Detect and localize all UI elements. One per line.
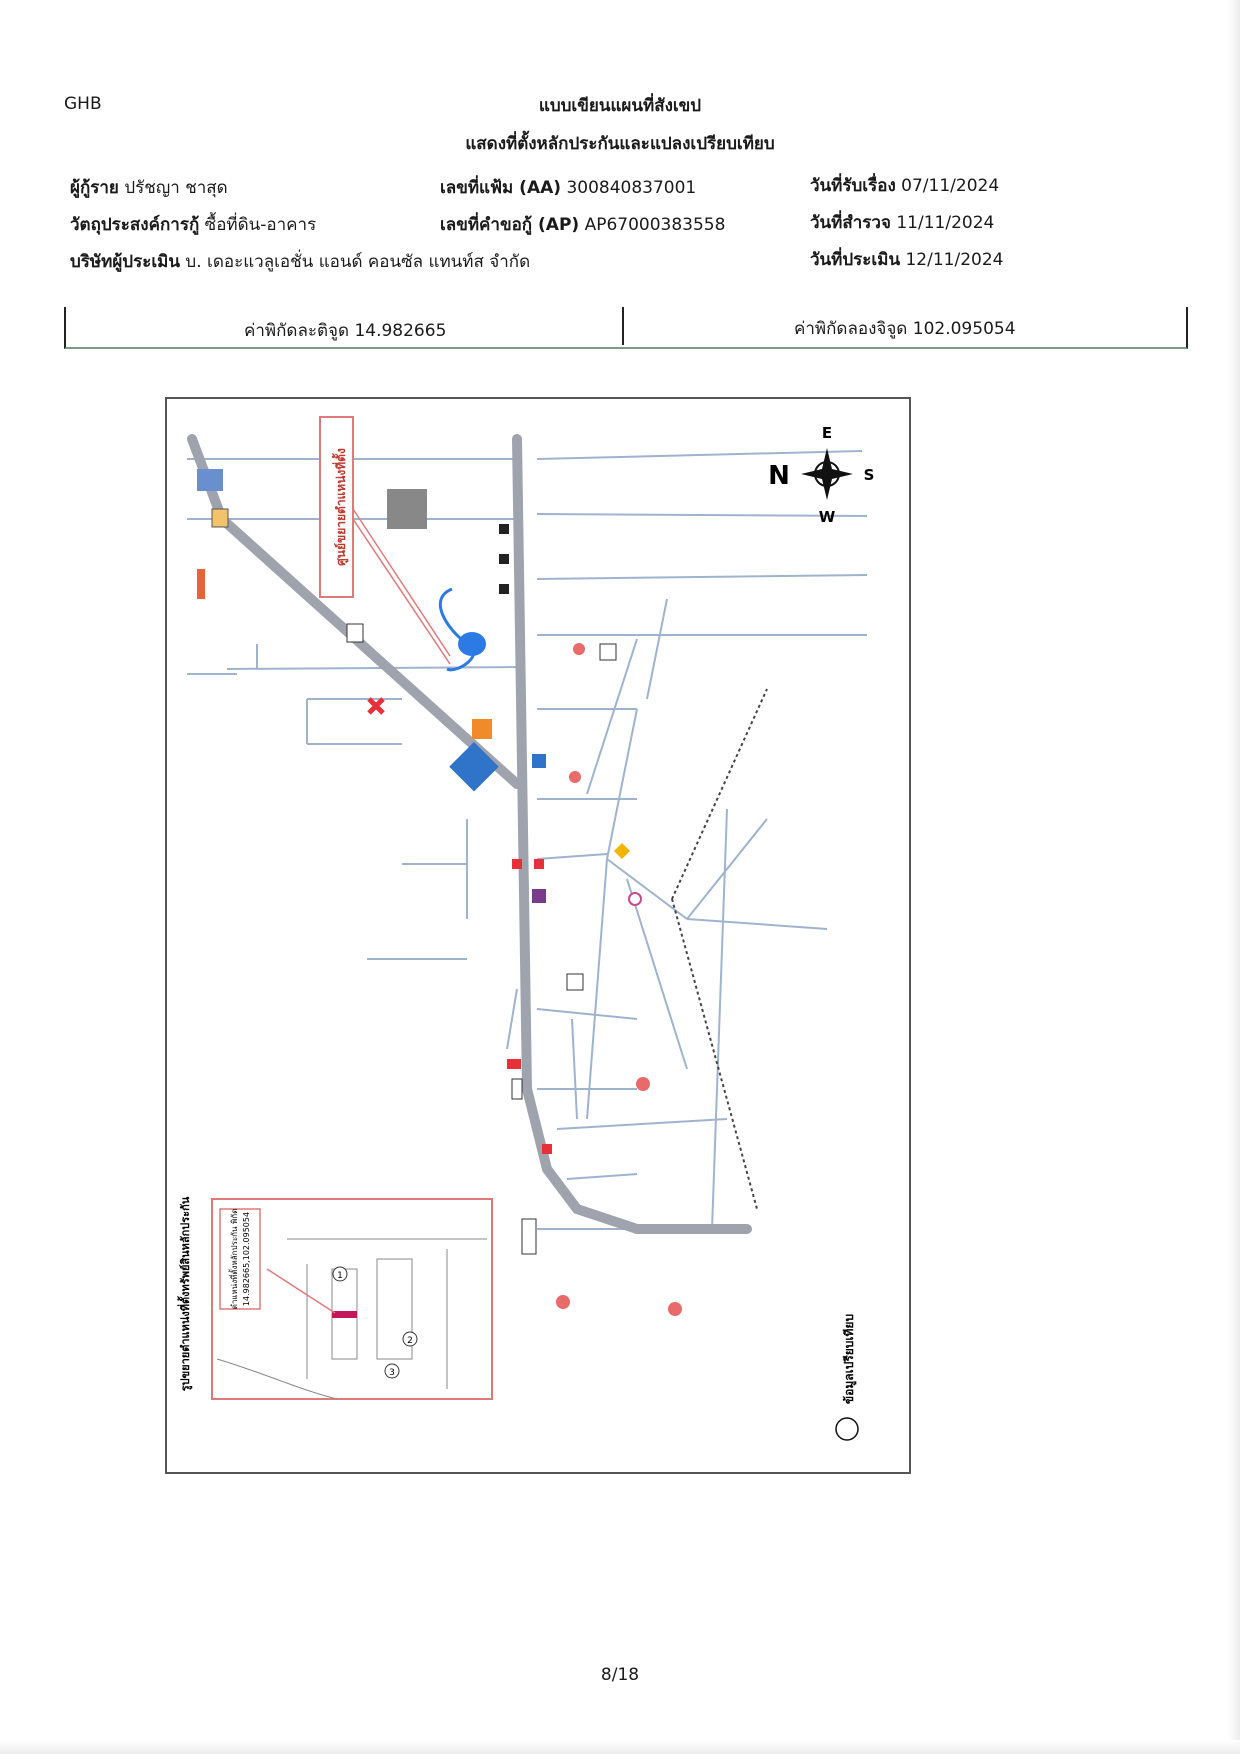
file-number-field: เลขที่แฟ้ม (AA) 300840837001 xyxy=(440,174,696,201)
borrower-label: ผู้กู้ราย xyxy=(70,178,119,198)
pond xyxy=(458,632,486,656)
landmark-icons xyxy=(197,469,682,1316)
main-roads xyxy=(187,434,752,1234)
compass-east: E xyxy=(822,424,832,442)
company-label: บริษัทผู้ประเมิน xyxy=(70,252,180,272)
longitude-value: 102.095054 xyxy=(912,319,1016,339)
callout-pointer xyxy=(352,508,451,657)
request-number-field: เลขที่คำขอกู้ (AP) AP67000383558 xyxy=(440,211,725,238)
appraisal-date-label: วันที่ประเมิน xyxy=(810,250,901,270)
received-date-value: 07/11/2024 xyxy=(901,176,1000,196)
borrower-value: ปรัชญา ชาสุด xyxy=(124,178,228,198)
latitude-field: ค่าพิกัดละติจูด 14.982665 xyxy=(244,317,446,344)
inset-coord-value: 14.982665,102.095054 xyxy=(242,1212,251,1306)
received-date-field: วันที่รับเรื่อง 07/11/2024 xyxy=(810,172,999,199)
railway-line xyxy=(671,688,768,1210)
inset-coord-box xyxy=(219,1208,261,1310)
latitude-label: ค่าพิกัดละติจูด xyxy=(244,321,350,341)
inset-title: รูปขยายตำแหน่งที่ตั้งทรัพย์สินหลักประกัน xyxy=(177,1196,193,1391)
document-subtitle: แสดงที่ตั้งหลักประกันและแปลงเปรียบเทียบ xyxy=(465,134,775,154)
comparable-marker xyxy=(402,1331,418,1347)
survey-date-field: วันที่สำรวจ 11/11/2024 xyxy=(810,209,994,236)
received-date-label: วันที่รับเรื่อง xyxy=(810,176,896,196)
company-value: บ. เดอะแวลูเอชั่น แอนด์ คอนซัล แทนท์ส จำ… xyxy=(185,252,531,272)
company-field: บริษัทผู้ประเมิน บ. เดอะแวลูเอชั่น แอนด์… xyxy=(70,248,530,275)
file-number-value: 300840837001 xyxy=(566,178,697,198)
inset-coord-label: ตำแหน่งที่ตั้งหลักประกัน พิกัด xyxy=(228,1209,239,1310)
callout-box xyxy=(319,416,354,598)
appraisal-date-value: 12/11/2024 xyxy=(905,250,1004,270)
purpose-value: ซื้อที่ดิน-อาคาร xyxy=(204,215,317,235)
coordinate-divider xyxy=(622,307,624,345)
longitude-label: ค่าพิกัดลองจิจูด xyxy=(794,319,908,339)
comparable-label: 1 xyxy=(337,1271,343,1281)
compass-south: S xyxy=(864,466,875,484)
compass-west: W xyxy=(819,508,836,526)
compass-north: N xyxy=(768,461,790,491)
comparable-label: 3 xyxy=(389,1368,395,1378)
document-title: แบบเขียนแผนที่สังเขป xyxy=(538,96,702,116)
survey-date-label: วันที่สำรวจ xyxy=(810,213,891,233)
compass-rose: E W N S xyxy=(768,424,874,526)
purpose-field: วัตถุประสงค์การกู้ ซื้อที่ดิน-อาคาร xyxy=(70,211,316,238)
inset-collateral-plot xyxy=(332,1311,357,1318)
page-number: 8/18 xyxy=(600,1665,640,1685)
callout-label: ศูนย์ขยายตำแหน่งที่ตั้ง xyxy=(331,448,349,566)
coordinate-bar xyxy=(64,307,1188,349)
document-code: GHB xyxy=(64,94,102,114)
minor-roads xyxy=(187,450,868,1230)
collateral-marker xyxy=(367,697,385,715)
callout-pointer xyxy=(352,518,451,665)
comparable-marker xyxy=(332,1266,348,1282)
appraisal-date-field: วันที่ประเมิน 12/11/2024 xyxy=(810,246,1003,273)
legend-label: ข้อมูลเปรียบเทียบ xyxy=(842,1314,857,1404)
request-number-value: AP67000383558 xyxy=(584,215,726,235)
comparable-marker xyxy=(384,1363,400,1379)
request-number-label: เลขที่คำขอกู้ (AP) xyxy=(440,215,580,235)
survey-date-value: 11/11/2024 xyxy=(896,213,995,233)
file-number-label: เลขที่แฟ้ม (AA) xyxy=(440,178,562,198)
sketch-map-svg: ศูนย์ขยายตำแหน่งที่ตั้ง xyxy=(177,416,874,1441)
purpose-label: วัตถุประสงค์การกู้ xyxy=(70,215,200,235)
longitude-field: ค่าพิกัดลองจิจูด 102.095054 xyxy=(794,315,1016,342)
comparable-label: 2 xyxy=(407,1336,413,1346)
map-legend: ข้อมูลเปรียบเทียบ xyxy=(835,1314,859,1441)
scan-edge-bottom xyxy=(0,1740,1240,1754)
legend-comparable-icon xyxy=(835,1417,859,1441)
sketch-map: ศูนย์ขยายตำแหน่งที่ตั้ง xyxy=(165,397,911,1474)
inset-map: รูปขยายตำแหน่งที่ตั้งทรัพย์สินหลักประกัน… xyxy=(177,1196,493,1400)
borrower-field: ผู้กู้ราย ปรัชญา ชาสุด xyxy=(70,174,228,201)
scan-edge-right xyxy=(1228,0,1240,1754)
latitude-value: 14.982665 xyxy=(354,321,447,341)
